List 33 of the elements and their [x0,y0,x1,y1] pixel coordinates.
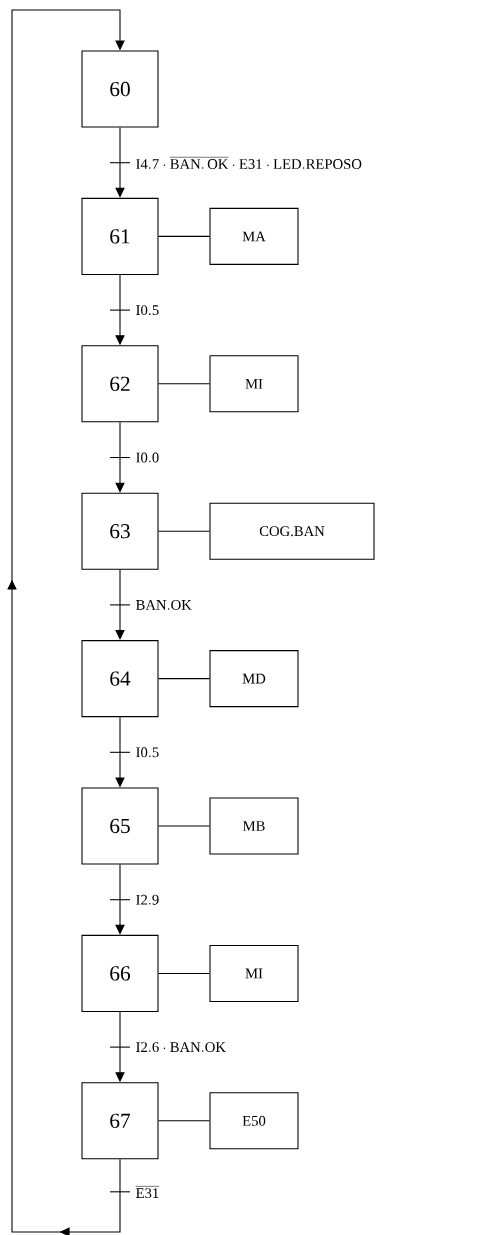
transition-label: $\mathrm{BAN.OK}$ [136,600,192,610]
action-link [158,972,210,974]
step-box: 67 [81,1082,159,1160]
transition-label: $\mathrm{I0.5}$ [136,747,159,758]
transition-label: $\mathrm{I0.5}$ [136,305,159,316]
step-box: 66 [81,934,159,1012]
transition-label: $\mathrm{I2.6}\cdot\mathrm{BAN.OK}$ [136,1042,226,1053]
action-link [158,530,210,532]
arrow [115,864,125,935]
arrow [7,9,125,1235]
transition-label: $\mathrm{I4.7}\cdot\overline{\mathrm{BAN.\,OK}}\cdot\mathrm{E31}\cdot\mathrm{LED.REPOSO}$ [136,157,362,169]
action-box: MI [209,355,299,413]
action-link [158,825,210,827]
action-box: MD [209,650,299,708]
action-box: E50 [209,1092,299,1150]
action-box: MA [209,207,299,265]
action-box: MI [209,944,299,1002]
transition-label: $\mathrm{I2.9}$ [136,894,159,905]
transition-label: $\overline{\mathrm{E31}}$ [135,1186,160,1199]
step-box: 61 [81,197,159,275]
step-box: 63 [81,492,159,570]
step-box: 62 [81,345,159,423]
action-link [158,678,210,680]
step-box: 60 [81,50,159,128]
action-link [158,1120,210,1122]
action-box: MB [209,797,299,855]
action-link [158,235,210,237]
step-box: 64 [81,640,159,718]
arrow [115,127,125,198]
action-box: COG.BAN [209,502,375,560]
action-link [158,383,210,385]
transition-label: $\mathrm{I0.0}$ [136,452,159,463]
step-box: 65 [81,787,159,865]
